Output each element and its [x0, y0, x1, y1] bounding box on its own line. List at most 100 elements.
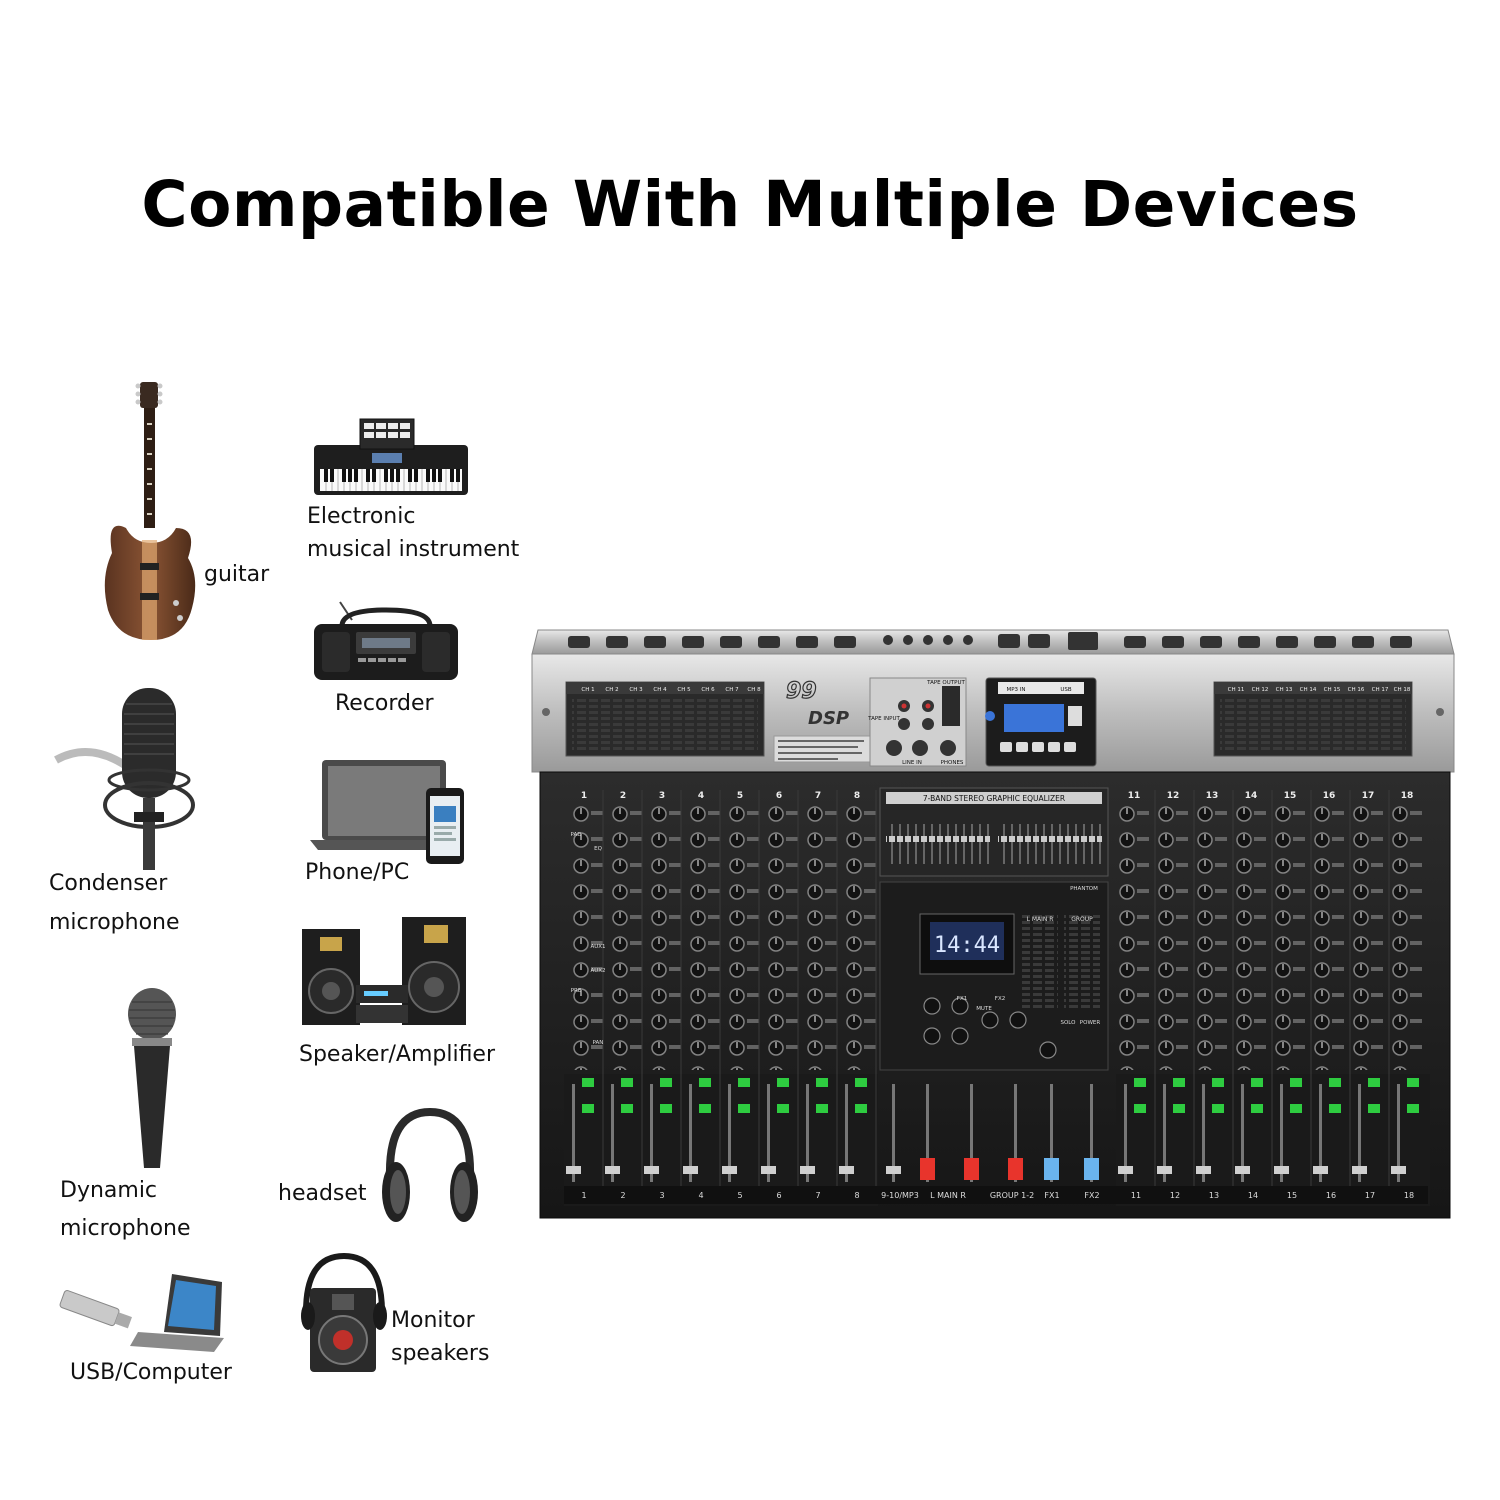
svg-text:EQ: EQ [594, 846, 602, 852]
channel-number: 7 [815, 791, 821, 801]
channel-number: 6 [776, 791, 782, 801]
phone-pc-label: Phone/PC [305, 860, 410, 885]
svg-text:MP3 IN: MP3 IN [1006, 687, 1025, 693]
svg-text:4: 4 [698, 1191, 703, 1200]
keyboard-icon [314, 418, 468, 495]
svg-text:L MAIN R: L MAIN R [930, 1191, 966, 1200]
svg-text:CH 13: CH 13 [1276, 687, 1293, 693]
channel-number: 8 [854, 791, 860, 801]
svg-text:6: 6 [776, 1191, 781, 1200]
svg-text:PAN: PAN [593, 1040, 604, 1046]
svg-text:MUTE: MUTE [976, 1006, 992, 1012]
usb-computer-icon [59, 1274, 224, 1352]
speaker-amplifier-label: Speaker/Amplifier [299, 1042, 496, 1067]
svg-text:8: 8 [854, 1191, 859, 1200]
svg-text:9-10/MP3: 9-10/MP3 [881, 1191, 919, 1200]
channel-number: 13 [1206, 791, 1219, 801]
mixer-display-time: 14:44 [934, 933, 1000, 958]
headset-label: headset [278, 1181, 367, 1206]
svg-text:17: 17 [1365, 1191, 1375, 1200]
svg-text:CH 3: CH 3 [629, 687, 643, 693]
svg-text:18: 18 [1404, 1191, 1414, 1200]
group-meter-label: GROUP [1071, 916, 1093, 923]
svg-text:5: 5 [737, 1191, 742, 1200]
channel-number: 12 [1167, 791, 1180, 801]
left-channel-strips [564, 800, 878, 1206]
dynamic-microphone-icon [128, 988, 176, 1168]
svg-text:CH 8: CH 8 [747, 687, 761, 693]
main-meter-label: L MAIN R [1027, 916, 1054, 923]
electronic-instrument-label-line1: Electronic [307, 504, 416, 529]
svg-text:2: 2 [620, 1191, 625, 1200]
recorder-label: Recorder [335, 691, 434, 716]
bottom-channel-labels: 1 2 3 4 5 6 7 8 9-10/MP3 L MAIN R GROUP … [581, 1191, 1414, 1200]
svg-text:FX2: FX2 [1084, 1191, 1099, 1200]
channel-number: 3 [659, 791, 665, 801]
eq-title: 7-BAND STEREO GRAPHIC EQUALIZER [923, 794, 1065, 803]
svg-text:FX1: FX1 [957, 996, 967, 1002]
dynamic-microphone-label-line1: Dynamic [60, 1178, 158, 1203]
svg-text:CH 4: CH 4 [653, 687, 667, 693]
channel-number: 11 [1128, 791, 1141, 801]
svg-text:TAPE OUTPUT: TAPE OUTPUT [926, 680, 965, 686]
channel-number: 15 [1284, 791, 1297, 801]
svg-text:12: 12 [1170, 1191, 1180, 1200]
channel-number: 18 [1401, 791, 1414, 801]
channel-number: 4 [698, 791, 704, 801]
speaker-amplifier-icon [302, 917, 466, 1025]
svg-text:3: 3 [659, 1191, 664, 1200]
svg-text:CH 15: CH 15 [1324, 687, 1341, 693]
electronic-instrument-label-line2: musical instrument [307, 537, 520, 562]
audio-mixer: 99 DSP [531, 629, 1455, 1219]
monitor-speakers-icon [301, 1252, 387, 1372]
svg-text:13: 13 [1209, 1191, 1219, 1200]
dsp-badge: 99 [786, 679, 817, 704]
svg-text:CH 7: CH 7 [725, 687, 739, 693]
svg-text:CH 16: CH 16 [1348, 687, 1365, 693]
svg-text:PRE: PRE [571, 988, 582, 994]
svg-text:CH 17: CH 17 [1372, 687, 1389, 693]
rear-jacks [568, 632, 1412, 650]
svg-text:GROUP 1-2: GROUP 1-2 [990, 1191, 1034, 1200]
headset-icon [382, 1108, 478, 1222]
svg-text:CH 11: CH 11 [1228, 687, 1245, 693]
svg-text:AUX2: AUX2 [590, 968, 605, 974]
condenser-microphone-icon [54, 688, 195, 870]
svg-text:CH 6: CH 6 [701, 687, 715, 693]
guitar-label: guitar [204, 562, 270, 587]
svg-text:POWER: POWER [1080, 1020, 1101, 1026]
svg-text:AUX1: AUX1 [590, 944, 605, 950]
svg-text:1: 1 [581, 1191, 586, 1200]
channel-number: 16 [1323, 791, 1336, 801]
svg-text:FX1: FX1 [1044, 1191, 1059, 1200]
svg-text:SOLO: SOLO [1060, 1020, 1076, 1026]
svg-text:16: 16 [1326, 1191, 1336, 1200]
svg-text:PHANTOM: PHANTOM [1070, 886, 1098, 892]
channel-number: 2 [620, 791, 626, 801]
svg-text:USB: USB [1060, 687, 1072, 693]
svg-text:PAD: PAD [571, 832, 582, 838]
page-title: Compatible With Multiple Devices [141, 168, 1359, 241]
svg-text:7: 7 [815, 1191, 820, 1200]
svg-text:CH 2: CH 2 [605, 687, 618, 693]
right-channel-strips [1116, 800, 1430, 1206]
dynamic-microphone-label-line2: microphone [60, 1216, 191, 1241]
svg-text:CH 18: CH 18 [1394, 687, 1411, 693]
recorder-icon [314, 601, 458, 680]
usb-computer-label: USB/Computer [70, 1360, 232, 1385]
svg-text:PHONES: PHONES [941, 760, 964, 766]
svg-text:14: 14 [1248, 1191, 1258, 1200]
channel-number: 1 [581, 791, 587, 801]
svg-text:CH 14: CH 14 [1300, 687, 1317, 693]
condenser-microphone-label-line1: Condenser [49, 871, 168, 896]
condenser-microphone-label-line2: microphone [49, 910, 180, 935]
svg-text:CH 1: CH 1 [581, 687, 594, 693]
svg-text:11: 11 [1131, 1191, 1141, 1200]
channel-number: 5 [737, 791, 743, 801]
svg-text:CH 5: CH 5 [677, 687, 691, 693]
svg-text:FX2: FX2 [995, 996, 1005, 1002]
monitor-speakers-label-line1: Monitor [391, 1308, 475, 1333]
channel-number: 17 [1362, 791, 1375, 801]
channel-number: 14 [1245, 791, 1258, 801]
guitar-icon [104, 382, 196, 640]
